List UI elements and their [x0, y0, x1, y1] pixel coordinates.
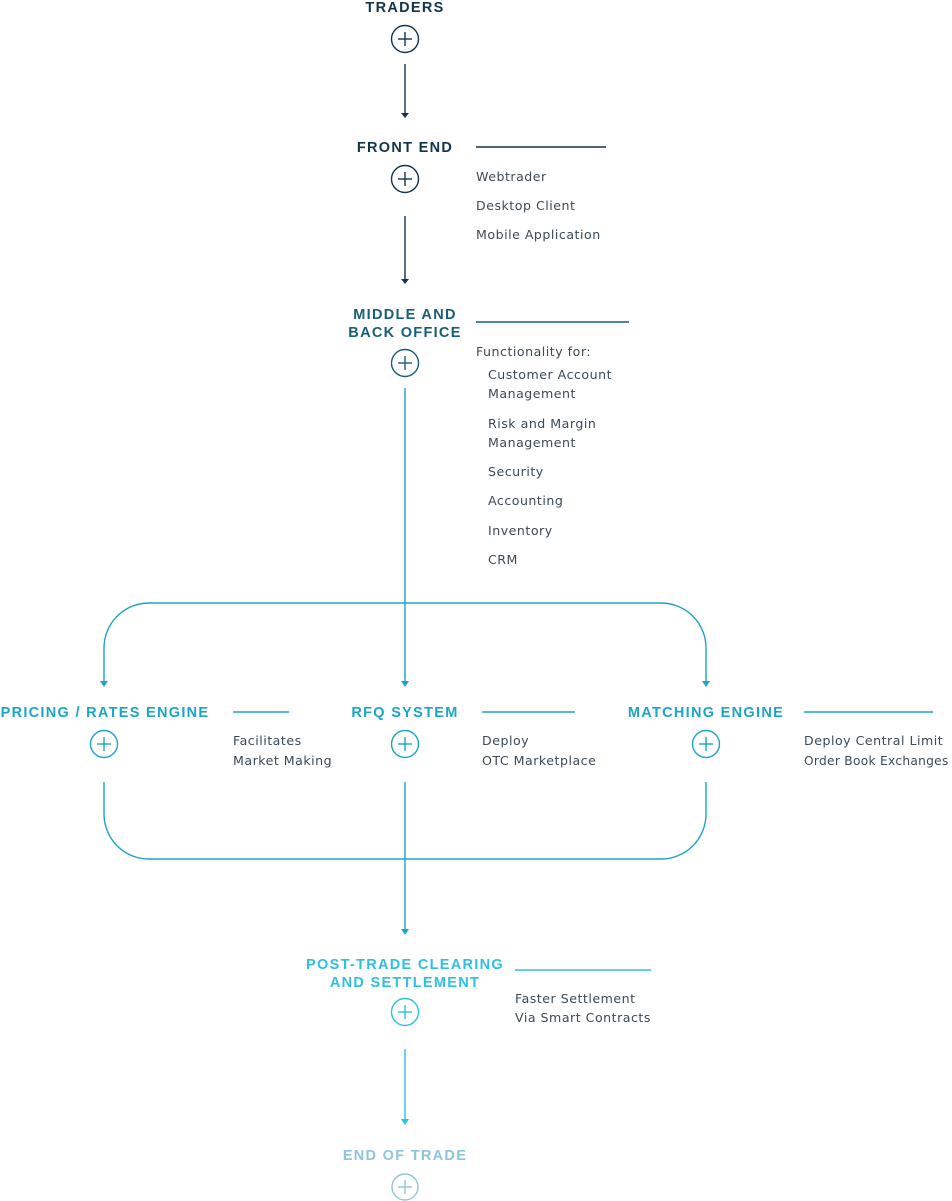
arrowhead-pricing: [100, 681, 108, 687]
plus-circle-icon[interactable]: [89, 729, 119, 759]
matching-title: MATCHING ENGINE: [628, 705, 784, 721]
connector-split-bracket: [103, 602, 707, 681]
node-middle-back-office: MIDDLE AND BACK OFFICE Functionality for…: [348, 307, 629, 567]
middle-item: Customer Account: [488, 367, 612, 382]
matching-item: Deploy Central Limit: [804, 733, 943, 748]
arrowhead-end: [401, 1119, 409, 1125]
middle-title-line: MIDDLE AND: [353, 307, 456, 323]
arrowhead-matching: [702, 681, 710, 687]
arrowhead-post-trade: [401, 929, 409, 935]
plus-circle-icon[interactable]: [390, 164, 420, 194]
pricing-title: PRICING / RATES ENGINE: [1, 705, 210, 721]
node-traders: TRADERS: [365, 0, 444, 54]
post-trade-title-line: POST-TRADE CLEARING: [306, 957, 504, 973]
middle-item: Security: [488, 464, 544, 479]
pricing-item: Market Making: [233, 753, 332, 768]
plus-circle-icon[interactable]: [391, 1173, 419, 1201]
middle-item: Accounting: [488, 493, 563, 508]
plus-circle-icon[interactable]: [390, 729, 420, 759]
front-end-title: FRONT END: [357, 140, 453, 156]
rfq-title: RFQ SYSTEM: [351, 705, 458, 721]
arrowhead-rfq: [401, 681, 409, 687]
middle-item: Management: [488, 386, 576, 401]
end-title: END OF TRADE: [343, 1148, 467, 1164]
arrowhead-middle: [401, 279, 409, 284]
flow-connectors: [100, 64, 710, 1125]
middle-item: Inventory: [488, 523, 553, 538]
post-trade-item: Faster Settlement: [515, 991, 636, 1006]
arrowhead-front-end: [401, 113, 409, 118]
traders-title: TRADERS: [365, 0, 444, 16]
post-trade-title-line: AND SETTLEMENT: [330, 975, 480, 991]
pricing-item: Facilitates: [233, 733, 302, 748]
plus-circle-icon[interactable]: [390, 24, 420, 54]
middle-title-line: BACK OFFICE: [348, 325, 461, 341]
plus-circle-icon[interactable]: [390, 348, 420, 378]
plus-circle-icon[interactable]: [691, 729, 721, 759]
middle-item: Management: [488, 435, 576, 450]
rfq-item: Deploy: [482, 733, 529, 748]
rfq-item: OTC Marketplace: [482, 753, 596, 768]
front-end-item: Webtrader: [476, 169, 547, 184]
node-front-end: FRONT END Webtrader Desktop Client Mobil…: [357, 140, 606, 242]
plus-circle-icon[interactable]: [390, 997, 420, 1027]
node-end-of-trade: END OF TRADE: [343, 1148, 467, 1201]
node-pricing-rates-engine: PRICING / RATES ENGINE Facilitates Marke…: [1, 705, 332, 768]
front-end-item: Desktop Client: [476, 198, 575, 213]
node-rfq-system: RFQ SYSTEM Deploy OTC Marketplace: [351, 705, 596, 768]
middle-item: CRM: [488, 552, 518, 567]
node-matching-engine: MATCHING ENGINE Deploy Central Limit Ord…: [628, 705, 949, 768]
front-end-item: Mobile Application: [476, 227, 601, 242]
node-post-trade: POST-TRADE CLEARING AND SETTLEMENT Faste…: [306, 957, 651, 1027]
middle-item: Risk and Margin: [488, 416, 596, 431]
matching-item: Order Book Exchanges: [804, 754, 949, 768]
middle-intro: Functionality for:: [476, 344, 591, 359]
post-trade-item: Via Smart Contracts: [515, 1010, 651, 1025]
